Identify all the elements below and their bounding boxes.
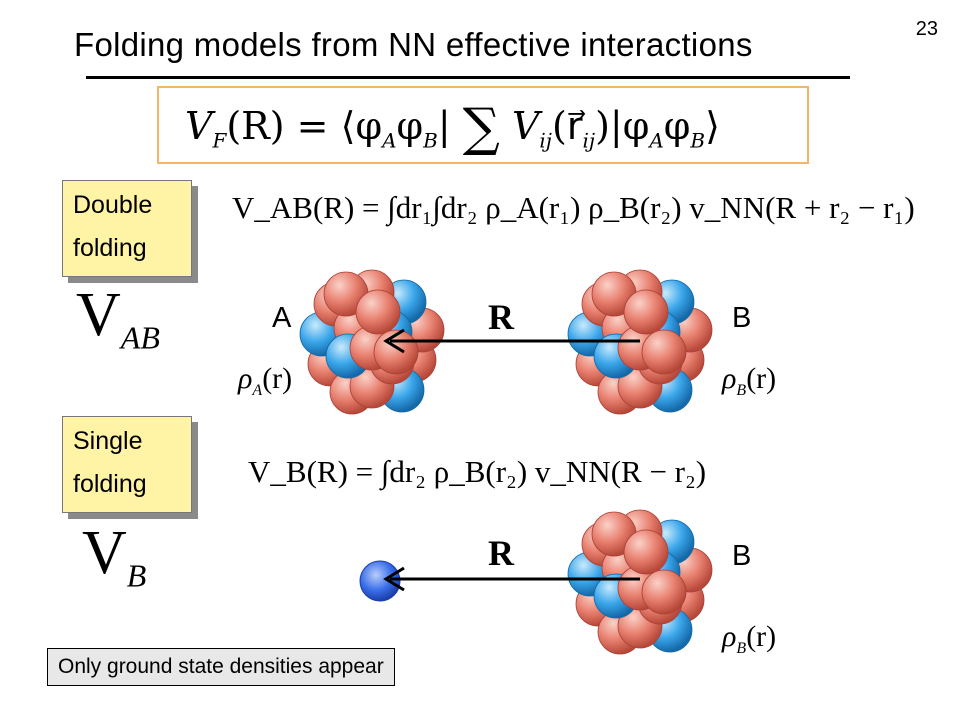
proton-sphere xyxy=(641,329,687,375)
single-folding-line1: Single xyxy=(73,427,143,455)
formula-close-paren: ) xyxy=(595,104,610,148)
nucleus-b-single xyxy=(567,509,713,655)
single-folding-callout: Single folding xyxy=(62,416,192,513)
v-ab-symbol: VAB xyxy=(76,280,160,356)
formula-bra-sub-b: B xyxy=(423,128,438,153)
nucleus-a xyxy=(299,269,445,415)
title-underline xyxy=(86,76,850,79)
rho-b-label-double: ρB(r) xyxy=(722,362,776,400)
double-folding-equation: V_AB(R) = ∫dr₁∫dr₂ ρ_A(r₁) ρ_B(r₂) v_NN(… xyxy=(232,190,915,225)
folding-potential-formula-box: VF(R) = ⟨φAφB| ∑ Vij(r⃗ij)|φAφB⟩ xyxy=(157,86,809,164)
rho-b-sub-double: B xyxy=(736,382,747,399)
single-folding-equation: V_B(R) = ∫dr₂ ρ_B(r₂) v_NN(R − r₂) xyxy=(248,454,707,489)
v-b-symbol: VB xyxy=(82,518,146,594)
nucleus-b-label-single: B xyxy=(732,540,752,572)
vector-r-label-double: R xyxy=(488,297,514,337)
formula-lhs-sub: F xyxy=(212,128,227,153)
rho-a-arg: (r) xyxy=(262,362,293,395)
formula-bra: ⟨φ xyxy=(340,104,383,148)
slide-title: Folding models from NN effective interac… xyxy=(74,26,753,63)
formula-lhs-arg: (R) = xyxy=(226,104,329,148)
formula-sum: ∑ xyxy=(462,98,500,158)
formula-rij-sub: ij xyxy=(582,128,596,153)
rho-a-sub: A xyxy=(252,382,263,399)
rho-a-symbol: ρ xyxy=(238,362,253,395)
slide-number: 23 xyxy=(915,18,938,40)
rho-b-arg-double: (r) xyxy=(746,362,777,395)
formula-vij-arg: (r⃗ xyxy=(552,104,583,148)
formula-vij-sub: ij xyxy=(539,128,553,153)
vector-r-arrow-double xyxy=(383,328,640,354)
formula-ket: |φ xyxy=(609,104,650,148)
nucleus-b-double xyxy=(567,269,713,415)
vector-r-label-single: R xyxy=(488,533,514,573)
formula-bar: | xyxy=(437,104,451,148)
rho-a-label: ρA(r) xyxy=(238,362,292,400)
v-b-letter: V xyxy=(82,519,127,587)
v-ab-sub: AB xyxy=(120,319,160,356)
rho-b-arg-single: (r) xyxy=(746,620,777,653)
double-folding-callout: Double folding xyxy=(62,180,192,277)
v-b-sub: B xyxy=(126,557,147,594)
formula-bra-mid: φ xyxy=(396,104,424,148)
formula-ket-end: ⟩ xyxy=(705,104,720,148)
double-folding-line1: Double xyxy=(73,191,153,219)
proton-sphere xyxy=(355,289,401,335)
formula-ket-mid: φ xyxy=(663,104,691,148)
rho-b-label-single: ρB(r) xyxy=(722,620,776,658)
proton-sphere xyxy=(623,289,669,335)
double-folding-line2: folding xyxy=(73,234,147,262)
proton-sphere xyxy=(641,569,687,615)
formula-vij: V xyxy=(511,104,540,148)
ground-state-note: Only ground state densities appear xyxy=(47,648,395,686)
v-ab-letter: V xyxy=(76,281,121,349)
rho-b-sub-single: B xyxy=(736,640,747,657)
single-folding-line2: folding xyxy=(73,470,147,498)
rho-b-symbol-double: ρ xyxy=(722,362,737,395)
formula-ket-sub-b: B xyxy=(690,128,706,153)
formula-bra-sub-a: A xyxy=(382,128,397,153)
rho-b-symbol-single: ρ xyxy=(722,620,737,653)
vector-r-arrow-single xyxy=(383,566,640,592)
formula-ket-sub-a: A xyxy=(649,128,664,153)
folding-potential-formula: VF(R) = ⟨φAφB| ∑ Vij(r⃗ij)|φAφB⟩ xyxy=(185,98,720,158)
nucleus-b-label-double: B xyxy=(732,302,752,334)
nucleus-a-label: A xyxy=(272,302,292,334)
probe-nucleon xyxy=(359,560,401,602)
proton-sphere xyxy=(623,529,669,575)
formula-lhs: V xyxy=(185,104,213,148)
